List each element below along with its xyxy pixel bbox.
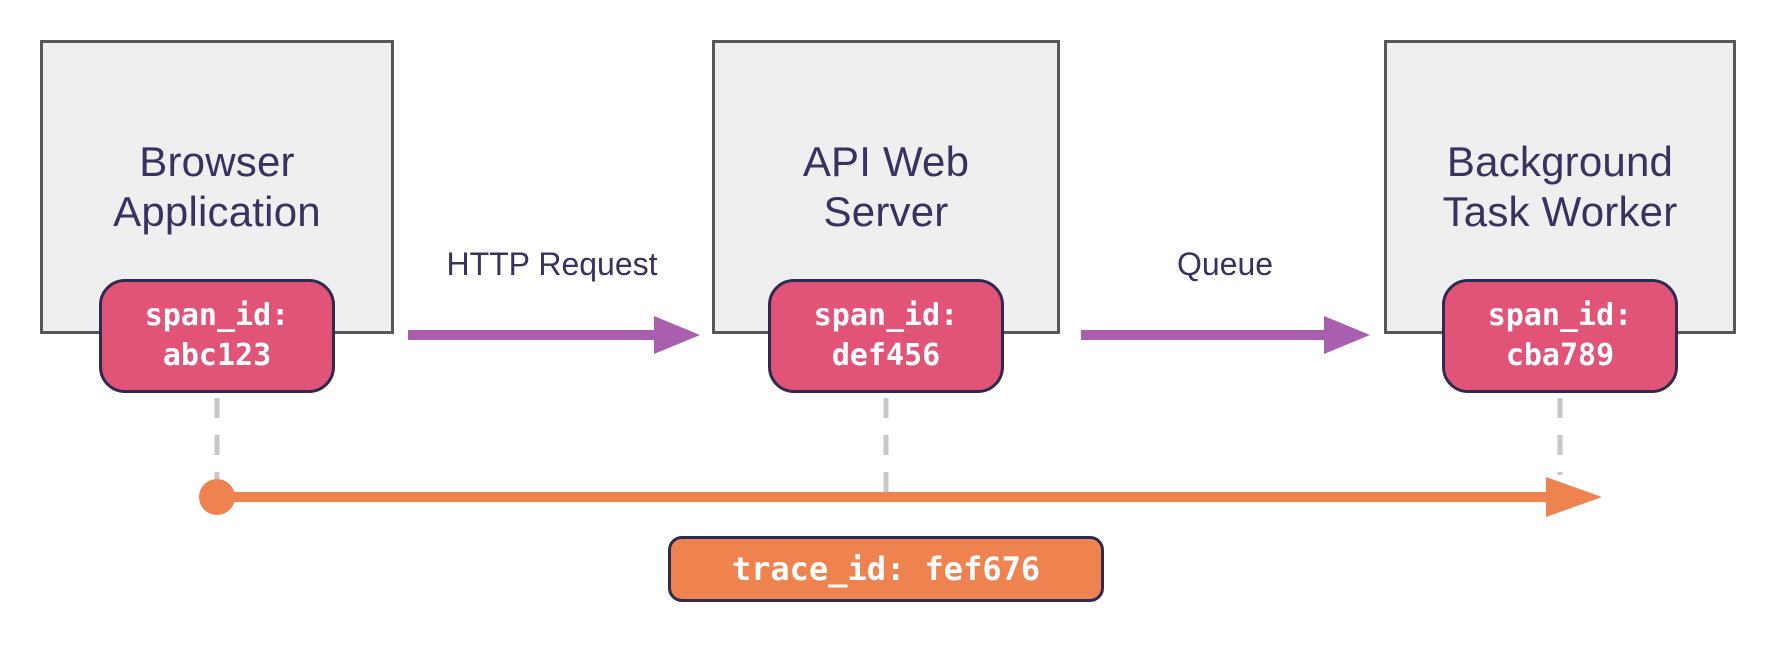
edge-label-queue: Queue (1176, 246, 1274, 282)
node-title: API Web Server (715, 43, 1057, 331)
span-badge-cba789: span_id: cba789 (1442, 279, 1678, 393)
span-badge-value: cba789 (1505, 338, 1615, 373)
trace-id-badge: trace_id: fef676 (668, 536, 1104, 602)
span-badge-label: span_id: (1487, 298, 1633, 333)
node-title-text: API Web Server (802, 138, 970, 235)
node-browser-application: Browser Application span_id: abc123 (40, 40, 394, 393)
queue-arrow-icon (1081, 316, 1370, 354)
node-api-web-server: API Web Server span_id: def456 (712, 40, 1060, 393)
span-badge-def456: span_id: def456 (768, 279, 1004, 393)
node-title: Background Task Worker (1387, 43, 1733, 331)
node-title: Browser Application (43, 43, 391, 331)
span-badge-abc123: span_id: abc123 (99, 279, 335, 393)
span-badge-label: span_id: (144, 298, 290, 333)
http-request-arrow-icon (408, 316, 700, 354)
span-badge-value: abc123 (162, 338, 272, 373)
trace-id-badge-text: trace_id: fef676 (731, 550, 1041, 588)
node-background-task-worker: Background Task Worker span_id: cba789 (1384, 40, 1736, 393)
node-title-text: Background Task Worker (1442, 138, 1678, 235)
trace-timeline-arrow-icon (199, 477, 1602, 517)
span-badge-label: span_id: (813, 298, 959, 333)
node-title-text: Browser Application (113, 138, 321, 235)
edge-label-http-request: HTTP Request (446, 246, 658, 282)
span-badge-value: def456 (831, 338, 941, 373)
